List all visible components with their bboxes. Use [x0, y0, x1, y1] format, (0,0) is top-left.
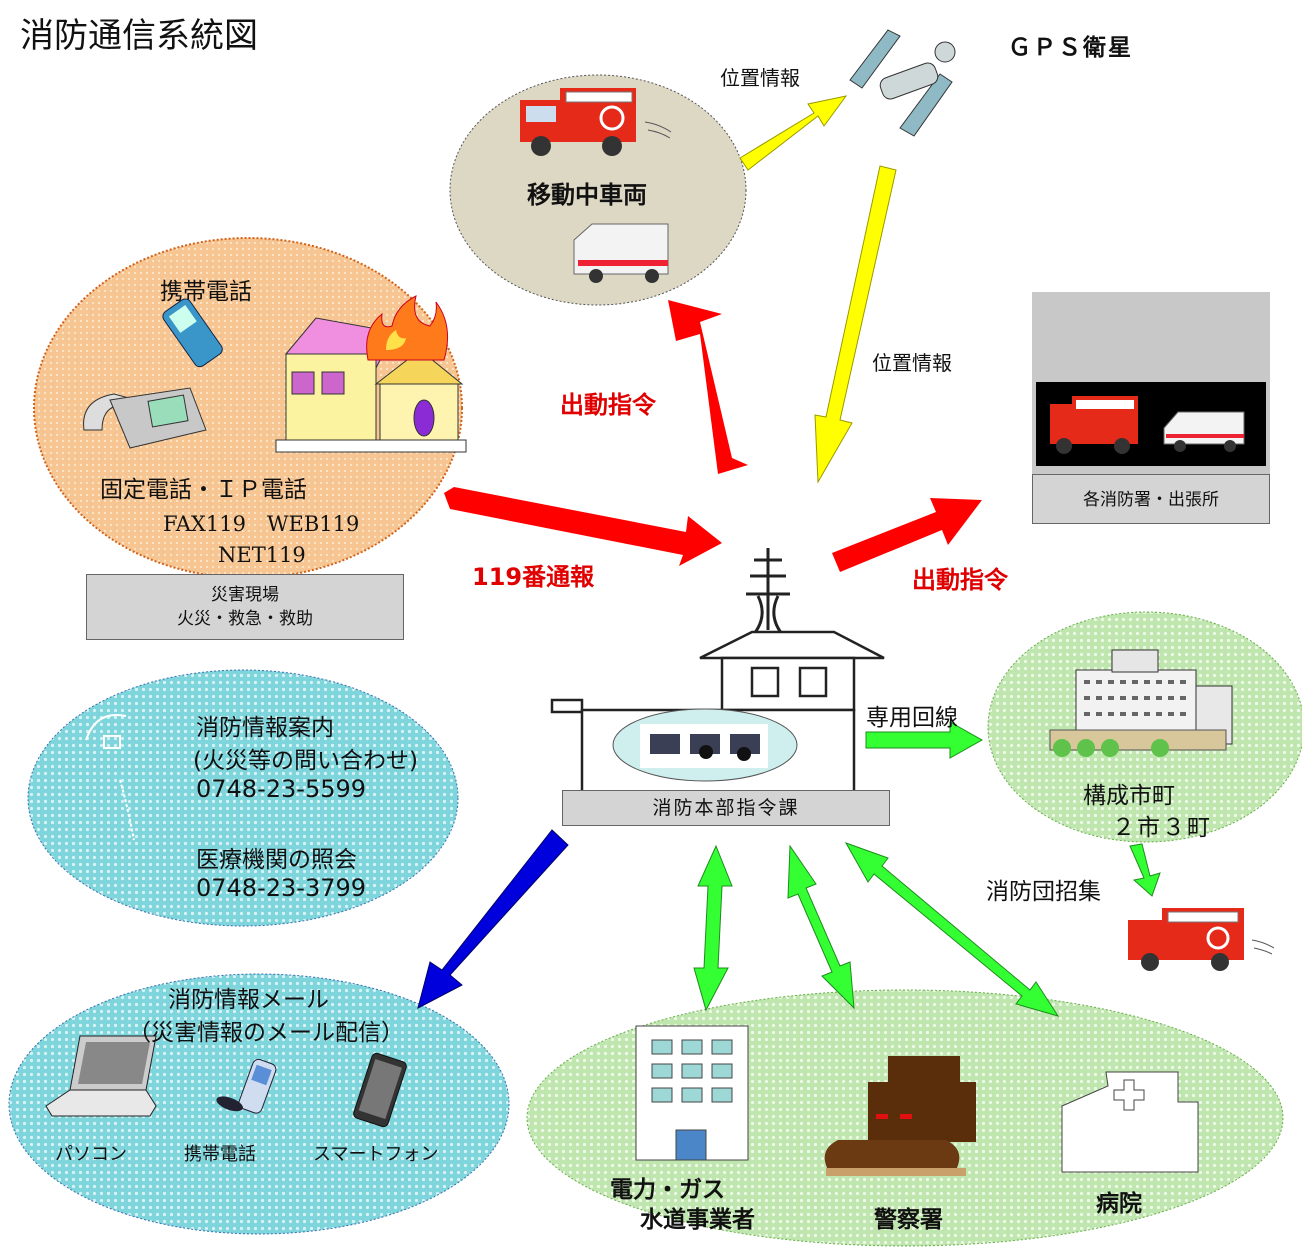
utilities-label: 電力・ガス	[610, 1177, 725, 1203]
city-hall-icon	[1049, 649, 1233, 757]
mail-title: 消防情報メール	[168, 987, 329, 1013]
utilities-arrow	[693, 844, 733, 1012]
utility-building-icon	[635, 1025, 749, 1161]
info-guide-title: 消防情報案内	[196, 715, 334, 741]
handset-icon	[85, 714, 135, 841]
smartphone-icon	[353, 1052, 407, 1128]
fire-truck-icon	[520, 88, 672, 156]
municipalities-label: 構成市町	[1083, 783, 1175, 809]
stations-ambulance-icon	[1163, 411, 1245, 452]
gps-satellite-label: ＧＰＳ衛星	[1008, 35, 1133, 61]
report-119-arrow	[444, 487, 722, 566]
hospital-arrow	[844, 842, 1060, 1017]
gps-arrow-up	[739, 95, 848, 171]
gps-satellite-icon	[849, 29, 956, 137]
fire-corps-truck-icon	[1128, 908, 1275, 971]
info-guide-subtitle: (火災等の問い合わせ)	[193, 748, 418, 774]
stations-label-box: 各消防署・出張所	[1032, 474, 1270, 524]
info-guide-phone1: 0748-23-5599	[196, 775, 367, 803]
laptop-icon	[45, 1035, 157, 1117]
hospital-icon	[1061, 1071, 1199, 1173]
mobile-phone-icon	[162, 298, 223, 368]
burning-house-icon	[275, 295, 467, 453]
stations-label: 各消防署・出張所	[1083, 490, 1219, 510]
mail-subtitle: （災害情報のメール配信）	[128, 1020, 404, 1046]
mail-mobile-label: 携帯電話	[184, 1144, 256, 1165]
smartphone-label: スマートフォン	[313, 1144, 439, 1165]
fire-corps-arrow	[1129, 843, 1161, 897]
dedicated-line-label: 専用回線	[866, 705, 958, 731]
mail-mobile-phone-icon	[216, 1058, 277, 1114]
position-info-right-label: 位置情報	[872, 351, 952, 375]
disaster-site-box: 災害現場 火災・救急・救助	[86, 574, 404, 640]
dispatch-order-left-label: 出動指令	[560, 391, 656, 419]
moving-vehicles-label: 移動中車両	[527, 181, 647, 209]
hospital-label: 病院	[1096, 1191, 1142, 1217]
utilities-label-line2: 水道事業者	[640, 1207, 755, 1233]
hq-label: 消防本部指令課	[652, 797, 800, 819]
info-guide-phone2: 0748-23-3799	[196, 874, 367, 902]
dispatch-arrow-right	[832, 498, 982, 572]
dispatch-arrow-up	[668, 300, 748, 474]
dedicated-line-arrow	[865, 721, 984, 759]
page-title: 消防通信系統図	[20, 16, 258, 56]
net119-label: NET119	[218, 543, 306, 567]
police-arrow	[787, 844, 855, 1010]
municipalities-count-label: ２市３町	[1112, 815, 1212, 841]
report-119-label: 119番通報	[472, 563, 595, 591]
police-label: 警察署	[874, 1207, 943, 1233]
medical-inquiry-label: 医療機関の照会	[196, 847, 357, 873]
fixed-phone-label: 固定電話・ＩＰ電話	[100, 477, 307, 503]
disaster-site-label: 災害現場	[211, 585, 279, 605]
mobile-phone-label: 携帯電話	[160, 279, 252, 305]
pc-label: パソコン	[55, 1144, 127, 1165]
dispatch-order-right-label: 出動指令	[912, 566, 1008, 594]
info-guide-ellipse	[27, 669, 459, 927]
mail-arrow	[417, 829, 569, 1009]
hq-label-box: 消防本部指令課	[562, 790, 890, 826]
disaster-types-label: 火災・救急・救助	[177, 609, 313, 629]
position-info-top-label: 位置情報	[720, 66, 800, 90]
ambulance-icon	[573, 223, 669, 283]
radio-tower-icon	[746, 548, 790, 635]
police-car-icon	[824, 1056, 976, 1176]
fax-web-label: FAX119 WEB119	[163, 512, 360, 536]
fixed-phone-icon	[83, 387, 207, 449]
dispatch-room-icon	[640, 724, 768, 768]
gps-arrow-down	[814, 165, 897, 484]
disaster-site-ellipse	[33, 237, 463, 579]
stations-fire-truck-icon	[1050, 396, 1138, 454]
fire-corps-call-label: 消防団招集	[986, 879, 1101, 905]
